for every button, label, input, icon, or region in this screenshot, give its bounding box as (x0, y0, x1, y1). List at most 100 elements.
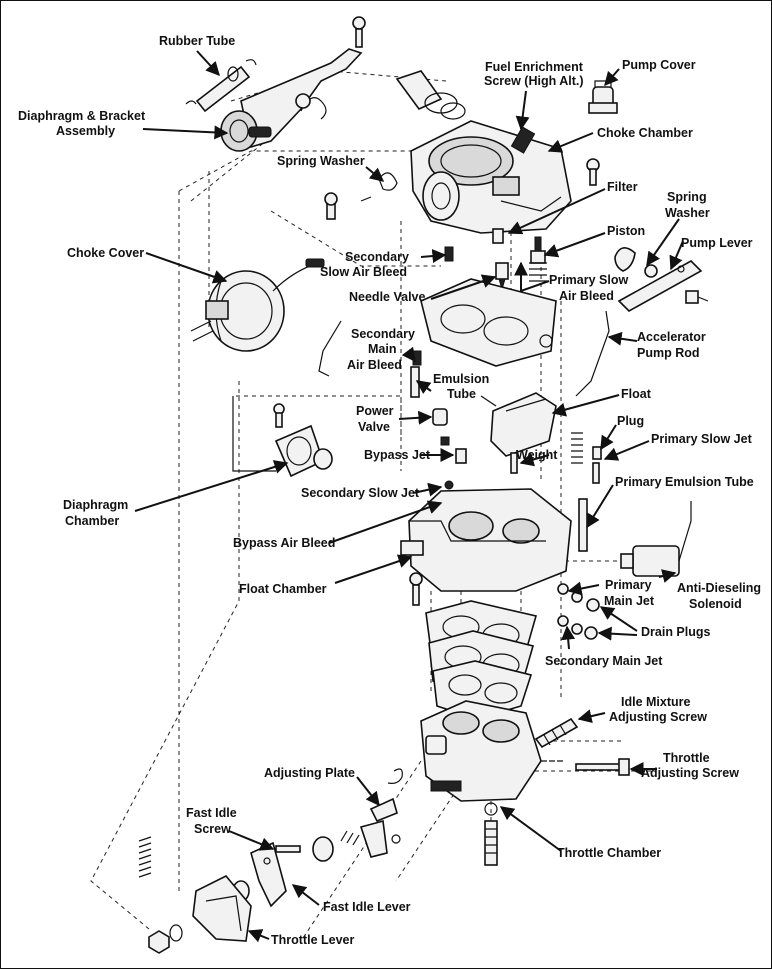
secondary-slow-air-bleed-part (444, 246, 454, 262)
label-needle-valve: Needle Valve (349, 290, 425, 304)
spring-linkage-part (312, 819, 401, 862)
label-diaphragm-chamber-2: Chamber (65, 514, 119, 528)
spring-washer-top-part (378, 172, 398, 191)
throttle-chamber-part (420, 700, 542, 816)
weight-part (510, 452, 518, 474)
label-weight: Weight (516, 448, 558, 462)
label-primary-slow-jet: Primary Slow Jet (651, 432, 753, 446)
label-secondary-main-air-bleed-3: Air Bleed (347, 358, 402, 372)
fast-idle-screw-part (275, 845, 301, 853)
label-fuel-enrichment-2: Screw (High Alt.) (484, 74, 584, 88)
accelerator-pump-rod-part (575, 310, 610, 397)
label-fast-idle-lever: Fast Idle Lever (323, 900, 411, 914)
float-chamber-part (400, 480, 572, 606)
label-diaphragm-bracket-2: Assembly (56, 124, 115, 138)
label-pump-cover: Pump Cover (622, 58, 696, 72)
label-throttle-chamber: Throttle Chamber (557, 846, 661, 860)
choke-chamber-part (410, 120, 572, 234)
piston-part (529, 236, 547, 282)
spring-left-part (138, 836, 152, 878)
pump-cover-part (588, 80, 618, 114)
needle-valve-part (495, 262, 509, 291)
small-screw-left (324, 192, 372, 220)
power-valve-part (432, 408, 448, 426)
label-fuel-enrichment-1: Fuel Enrichment (485, 60, 584, 74)
rubber-tube-part (185, 59, 257, 113)
label-primary-main-jet-2: Main Jet (604, 594, 655, 608)
screw-top (352, 16, 366, 48)
label-secondary-main-jet: Secondary Main Jet (545, 654, 663, 668)
label-filter: Filter (607, 180, 638, 194)
plug-spring-part (571, 432, 602, 484)
label-idle-mixture-1: Idle Mixture (621, 695, 691, 709)
label-fast-idle-screw-1: Fast Idle (186, 806, 237, 820)
label-throttle-adjusting-2: Adjusting Screw (641, 766, 739, 780)
gasket-stack (425, 600, 538, 720)
screw-right-top (586, 158, 600, 186)
fuel-enrichment-screw-part (510, 126, 536, 154)
label-rubber-tube: Rubber Tube (159, 34, 235, 48)
label-bypass-air-bleed: Bypass Air Bleed (233, 536, 335, 550)
label-secondary-main-air-bleed-1: Secondary (351, 327, 415, 341)
label-float: Float (621, 387, 652, 401)
label-power-valve-2: Valve (358, 420, 390, 434)
throttle-chamber-bolt (484, 820, 498, 866)
float-part (480, 392, 557, 457)
label-accelerator-pump-rod-2: Pump Rod (637, 346, 700, 360)
label-drain-plugs: Drain Plugs (641, 625, 711, 639)
filter-part (492, 228, 504, 244)
label-anti-dieseling-2: Solenoid (689, 597, 742, 611)
diaphragm-bracket-part (220, 48, 363, 152)
label-accelerator-pump-rod-1: Accelerator (637, 330, 706, 344)
bypass-jet-part (440, 436, 467, 464)
secondary-main-jet-part (557, 615, 583, 635)
throttle-lever-part (148, 875, 252, 954)
label-secondary-slow-air-bleed-1: Secondary (345, 250, 409, 264)
label-spring-washer-right-2: Washer (665, 206, 710, 220)
primary-main-jet-part (557, 583, 583, 603)
label-choke-chamber: Choke Chamber (597, 126, 693, 140)
label-primary-emulsion-tube: Primary Emulsion Tube (615, 475, 754, 489)
gasket-top (420, 278, 557, 367)
label-anti-dieseling-1: Anti-Dieseling (677, 581, 761, 595)
label-emulsion-tube-1: Emulsion (433, 372, 489, 386)
pump-lever-part (617, 260, 709, 312)
label-power-valve-1: Power (356, 404, 394, 418)
label-pump-lever: Pump Lever (681, 236, 753, 250)
leader-arrows (134, 50, 684, 943)
adjusting-plate-part (369, 768, 403, 823)
label-throttle-lever: Throttle Lever (271, 933, 354, 947)
label-bypass-jet: Bypass Jet (364, 448, 431, 462)
label-secondary-slow-jet: Secondary Slow Jet (301, 486, 420, 500)
label-plug: Plug (617, 414, 644, 428)
drain-plugs-part (584, 598, 600, 640)
label-primary-main-jet-1: Primary (605, 578, 652, 592)
label-emulsion-tube-2: Tube (447, 387, 476, 401)
label-choke-cover: Choke Cover (67, 246, 144, 260)
part-labels: Rubber Tube Diaphragm & Bracket Assembly… (18, 34, 761, 947)
label-primary-slow-air-bleed-1: Primary Slow (549, 273, 628, 287)
label-secondary-main-air-bleed-2: Main (368, 342, 396, 356)
primary-emulsion-tube-part (578, 498, 588, 552)
label-spring-washer-right-1: Spring (667, 190, 707, 204)
label-diaphragm-bracket-1: Diaphragm & Bracket (18, 109, 146, 123)
label-piston: Piston (607, 224, 645, 238)
label-throttle-adjusting-1: Throttle (663, 751, 710, 765)
label-fast-idle-screw-2: Screw (194, 822, 231, 836)
label-diaphragm-chamber-1: Diaphragm (63, 498, 128, 512)
label-idle-mixture-2: Adjusting Screw (609, 710, 707, 724)
throttle-adjusting-screw-part (541, 758, 630, 776)
label-secondary-slow-air-bleed-2: Slow Air Bleed (320, 265, 407, 279)
idle-mixture-screw-part (534, 717, 579, 749)
spring-washer-right-part (614, 247, 658, 278)
label-adjusting-plate: Adjusting Plate (264, 766, 355, 780)
label-spring-washer-top: Spring Washer (277, 154, 365, 168)
label-primary-slow-air-bleed-2: Air Bleed (559, 289, 614, 303)
choke-cover-part (190, 258, 325, 352)
rod-left-part (318, 320, 342, 377)
label-float-chamber: Float Chamber (239, 582, 327, 596)
anti-dieseling-solenoid-part (620, 501, 692, 577)
pipe-part (395, 70, 466, 120)
